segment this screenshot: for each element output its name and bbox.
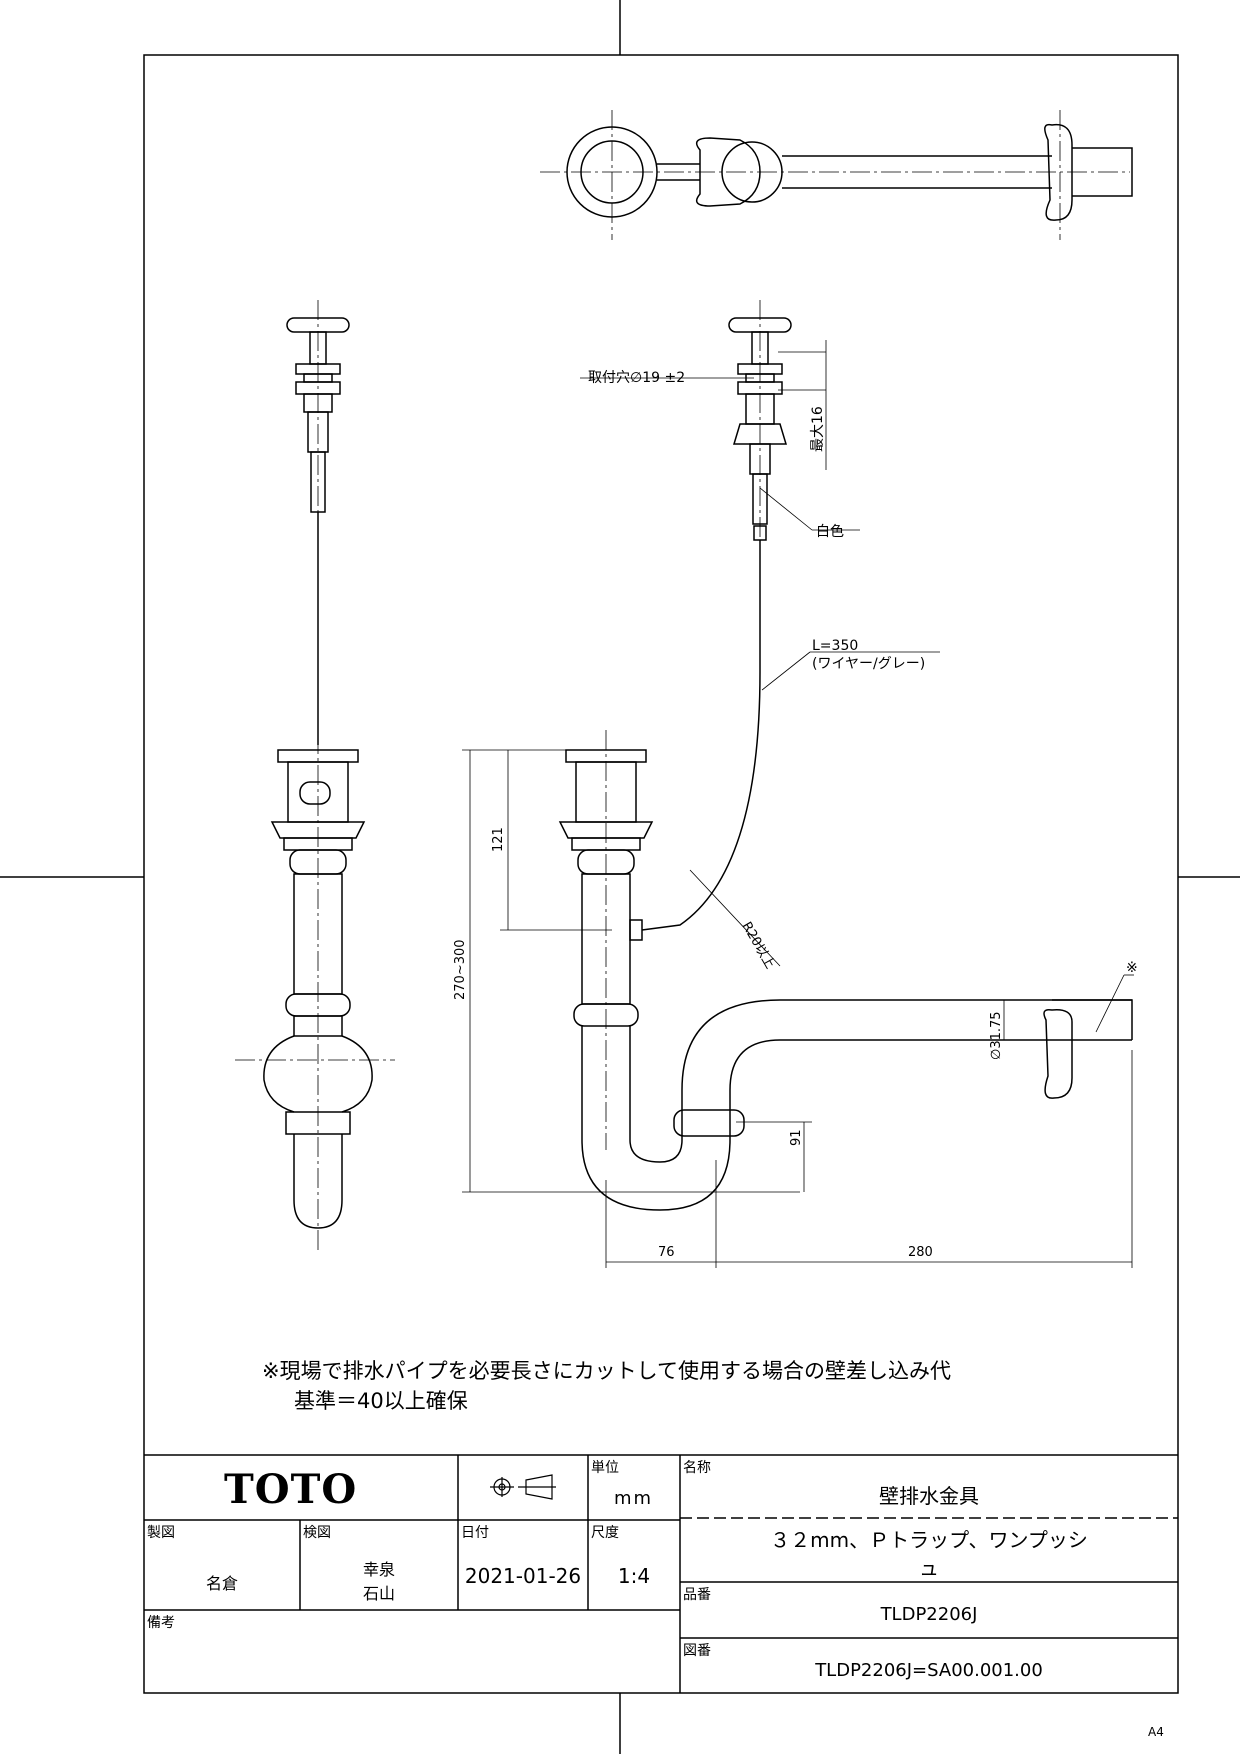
drawn-label: 製図: [147, 1525, 175, 1541]
date-label: 日付: [461, 1525, 489, 1541]
asterisk-mark: ※: [1126, 960, 1138, 976]
product-number-label: 品番: [683, 1587, 711, 1603]
unit-value: mm: [614, 1488, 654, 1509]
product-name: 壁排水金具: [879, 1484, 979, 1508]
top-view: [540, 110, 1133, 240]
projection-symbol: [490, 1474, 556, 1500]
drawing-number: TLDP2206J=SA00.001.00: [815, 1660, 1043, 1681]
scale-value: 1:4: [617, 1564, 651, 1588]
cut-note-line1: ※現場で排水パイプを必要長さにカットして使用する場合の壁差し込み代: [262, 1359, 951, 1383]
label-white: 白色: [816, 523, 844, 540]
drawn-by: 名倉: [205, 1574, 238, 1593]
remarks-label: 備考: [147, 1615, 175, 1631]
paper-size: A4: [1148, 1725, 1164, 1739]
dim-91: 91: [789, 1129, 804, 1146]
checked-by-1: 幸泉: [362, 1560, 395, 1579]
dim-121: 121: [491, 827, 506, 852]
name-label: 名称: [683, 1460, 711, 1476]
front-view: [558, 300, 1133, 1211]
checked-label: 検図: [303, 1525, 331, 1541]
label-wire-desc: (ワイヤー/グレー): [812, 656, 925, 672]
unit-label: 単位: [591, 1460, 619, 1476]
subtitle-line1: ３２mm、Ｐトラップ、ワンプッシ: [770, 1528, 1088, 1552]
dim-max-thickness: 最大16: [810, 406, 826, 452]
toto-logo: TOTO: [224, 1466, 358, 1513]
label-wire-length: L=350: [812, 638, 858, 654]
dimension-lines: [462, 340, 1134, 1268]
drawing-number-label: 図番: [683, 1643, 711, 1659]
subtitle-line2: ュ: [919, 1556, 939, 1580]
dim-76: 76: [658, 1245, 675, 1260]
date-value: 2021-01-26: [464, 1564, 582, 1588]
dim-270-300: 270~300: [453, 939, 468, 1000]
dim-280: 280: [908, 1245, 933, 1260]
checked-by-2: 石山: [362, 1584, 395, 1603]
dim-diameter: ∅31.75: [989, 1011, 1004, 1060]
side-view: [235, 300, 395, 1250]
scale-label: 尺度: [591, 1525, 619, 1541]
dim-mount-hole: 取付穴∅19 ±2: [588, 370, 685, 386]
title-block-grid: [144, 1454, 1178, 1693]
cut-note-line2: 基準＝40以上確保: [294, 1389, 468, 1413]
product-number: TLDP2206J: [880, 1604, 978, 1625]
dim-radius: R20以上: [739, 920, 778, 972]
